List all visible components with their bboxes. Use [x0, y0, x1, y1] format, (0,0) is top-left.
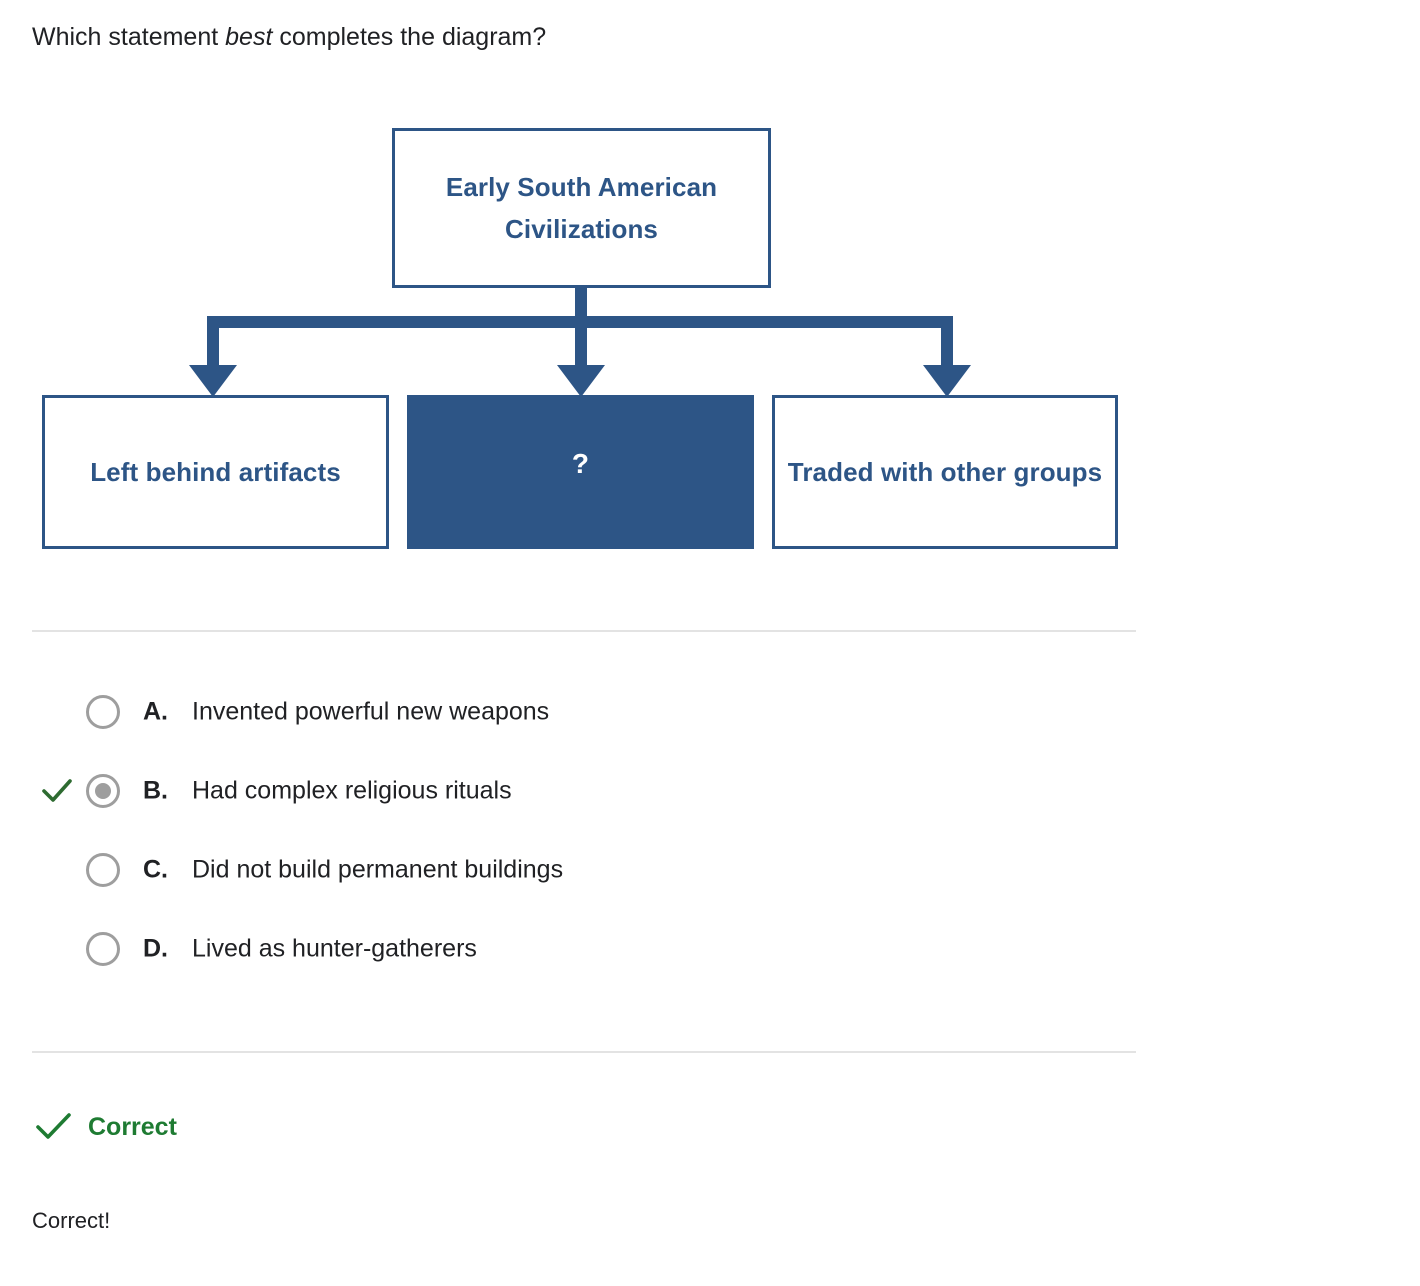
option-text-c: Did not build permanent buildings — [192, 855, 564, 883]
diagram-node-left: Left behind artifacts — [42, 395, 389, 549]
diagram-node-right: Traded with other groups — [772, 395, 1118, 549]
arrow-down-icon-left — [189, 365, 237, 397]
option-letter-d: D. — [143, 934, 168, 962]
radio-button-c[interactable] — [86, 852, 120, 887]
option-row-b[interactable]: B. Had complex religious rituals — [0, 751, 1200, 830]
diagram-node-root: Early South American Civilizations — [392, 128, 771, 288]
question-text-after: completes the diagram? — [272, 23, 547, 51]
connector-stem-middle — [575, 316, 587, 368]
option-row-a[interactable]: A. Invented powerful new weapons — [0, 672, 1200, 751]
flowchart-diagram: Early South American Civilizations Left … — [0, 110, 1200, 580]
diagram-node-left-label: Left behind artifacts — [90, 457, 341, 487]
diagram-node-root-label: Early South American Civilizations — [445, 172, 718, 244]
question-prompt: Which statement best completes the diagr… — [32, 20, 546, 54]
connector-stem-left — [207, 316, 219, 368]
result-status-block: Correct — [32, 1104, 177, 1150]
option-text-a: Invented powerful new weapons — [192, 697, 550, 725]
option-row-c[interactable]: C. Did not build permanent buildings — [0, 830, 1200, 909]
diagram-node-right-label: Traded with other groups — [787, 457, 1103, 487]
question-emphasis-word: best — [225, 23, 273, 51]
answer-options-list: A. Invented powerful new weapons B. Had … — [0, 672, 1200, 988]
radio-button-a[interactable] — [86, 694, 120, 729]
result-status-row: Correct — [32, 1104, 177, 1150]
option-row-d[interactable]: D. Lived as hunter-gatherers — [0, 909, 1200, 988]
result-status-label: Correct — [88, 1112, 177, 1141]
option-text-d: Lived as hunter-gatherers — [192, 934, 477, 962]
option-text-b: Had complex religious rituals — [192, 776, 512, 804]
diagram-node-missing-label: ? — [571, 448, 590, 479]
divider-above-options — [32, 630, 1136, 632]
divider-below-options — [32, 1051, 1136, 1053]
option-letter-b: B. — [143, 776, 168, 804]
arrow-down-icon-right — [923, 365, 971, 397]
option-letter-c: C. — [143, 855, 168, 883]
option-letter-a: A. — [143, 697, 168, 725]
question-text-before: Which statement — [32, 23, 226, 51]
correct-check-icon-b — [40, 774, 74, 808]
diagram-node-missing: ? — [407, 395, 754, 549]
connector-stem-right — [941, 316, 953, 368]
result-detail-text: Correct! — [32, 1208, 111, 1233]
arrow-down-icon-middle — [557, 365, 605, 397]
check-icon — [32, 1106, 74, 1148]
radio-dot-b — [95, 782, 111, 799]
radio-button-d[interactable] — [86, 931, 120, 966]
radio-button-b[interactable] — [86, 773, 120, 808]
